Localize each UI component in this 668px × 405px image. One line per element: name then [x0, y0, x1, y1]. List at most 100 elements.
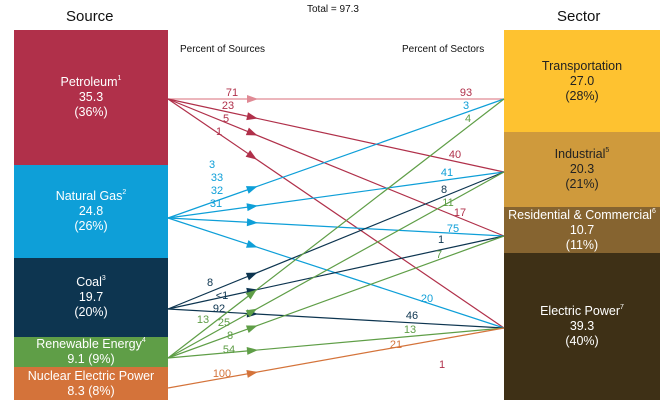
sector-name-text: Electric Power [540, 304, 620, 318]
sector-share: (21%) [565, 177, 599, 191]
percent-of-sector-label: 4 [465, 113, 471, 125]
percent-of-source-label: 8 [227, 330, 233, 342]
sector-share: (28%) [565, 88, 599, 103]
percent-of-sector-label: 20 [421, 293, 433, 305]
source-value: 8.3 [67, 383, 85, 398]
sector-name-text: Transportation [541, 58, 623, 73]
arrow-icon [245, 289, 257, 300]
arrow-icon [245, 150, 257, 160]
source-name: Natural Gas2 [56, 189, 127, 204]
sector-share: (40%) [565, 334, 599, 348]
sector-name: Industrial5 [555, 147, 610, 162]
percent-of-sector-label: 41 [441, 167, 453, 179]
sector-name: Electric Power7 [540, 304, 624, 319]
percent-of-source-label: 25 [218, 317, 230, 329]
source-value: 9.1 [67, 352, 85, 366]
flow-renewable-energy-to-industrial: 25 11 [167, 171, 505, 359]
percent-of-sector-label: 21 [390, 339, 402, 351]
sector-name: Transportation [542, 59, 622, 74]
footnote-marker: 5 [605, 147, 610, 154]
percent-of-sector-label: 11 [442, 197, 453, 209]
percent-of-sector-label: 3 [463, 100, 469, 112]
source-name: Petroleum1 [61, 75, 122, 90]
percent-of-sector-label: 17 [454, 207, 466, 219]
source-name-text: Nuclear Electric Power [27, 368, 155, 383]
flow-line [167, 98, 505, 237]
source-share: (9%) [88, 352, 115, 366]
source-header: Source [66, 8, 114, 25]
flow-nuclear-electric-power-to-electric-power: 100 21 [167, 327, 505, 389]
footnote-marker: 1 [117, 75, 122, 82]
source-name-text: Coal [76, 275, 102, 289]
source-share: (20%) [74, 305, 108, 319]
footnote-marker: 3 [101, 275, 106, 282]
source-name: Nuclear Electric Power [28, 369, 154, 384]
percent-of-sector-label: 75 [447, 223, 459, 235]
source-share: (36%) [74, 105, 108, 119]
arrow-icon [245, 325, 258, 333]
percent-of-source-label: 71 [226, 87, 238, 99]
percent-of-sector-label: 8 [441, 184, 447, 196]
sector-value: 27.0 [569, 73, 595, 88]
arrow-icon [246, 112, 258, 121]
percent-of-source-label: 100 [213, 368, 231, 380]
source-name: Coal3 [76, 275, 106, 290]
percent-of-sector-label: 13 [404, 324, 416, 336]
flow-line [167, 235, 505, 359]
arrow-icon [246, 203, 258, 212]
percent-of-sector-label: 93 [460, 87, 472, 99]
flow-petroleum-to-residential-commercial: 5 17 [167, 98, 505, 237]
flow-line [167, 217, 505, 237]
footnote-marker: 2 [122, 189, 127, 196]
arrow-icon [246, 346, 258, 355]
flow-petroleum-to-electric-power: 11 [167, 98, 505, 371]
source-value: 19.7 [78, 290, 104, 304]
flow-line [167, 98, 505, 329]
sector-name-text: Industrial [554, 147, 606, 161]
flow-coal-to-residential-commercial: <11 [167, 234, 505, 310]
percent-of-sector-label: 1 [439, 359, 445, 371]
source-name-text: Natural Gas [55, 189, 123, 203]
source-value: 35.3 [78, 90, 104, 104]
flow-line [167, 98, 505, 219]
percent-of-source-label: 92 [213, 303, 225, 315]
flow-line [167, 327, 505, 359]
percent-of-source-label: 31 [210, 198, 222, 210]
arrow-icon [246, 369, 258, 378]
sector-share: (11%) [565, 237, 599, 252]
flow-renewable-energy-to-residential-commercial: 87 [167, 235, 505, 359]
percent-of-source-label: 5 [223, 113, 229, 125]
source-name-text: Renewable Energy [36, 337, 142, 351]
total-label: Total = 97.3 [307, 4, 359, 15]
percent-of-sector-label: 1 [438, 234, 444, 246]
flow-line [167, 308, 505, 329]
sector-name-text: Residential & Commercial [508, 207, 652, 222]
footnote-marker: 7 [619, 304, 624, 311]
arrow-icon [246, 240, 258, 248]
flow-coal-to-industrial: 88 [167, 171, 505, 310]
arrow-icon [245, 272, 258, 281]
percent-of-sources-label: Percent of Sources [180, 44, 266, 55]
source-share: (8%) [88, 383, 115, 398]
arrow-icon [246, 218, 258, 227]
arrow-icon [245, 308, 258, 318]
flow-line [167, 327, 505, 389]
percent-of-source-label: 54 [223, 344, 235, 356]
arrow-icon [247, 95, 258, 103]
percent-of-sectors-label: Percent of Sectors [402, 44, 485, 55]
percent-of-source-label: 1 [216, 126, 222, 138]
source-value: 24.8 [78, 204, 104, 218]
source-name: Renewable Energy4 [36, 337, 146, 352]
flow-line [167, 98, 505, 173]
flow-renewable-energy-to-transportation: 134 [167, 98, 505, 359]
